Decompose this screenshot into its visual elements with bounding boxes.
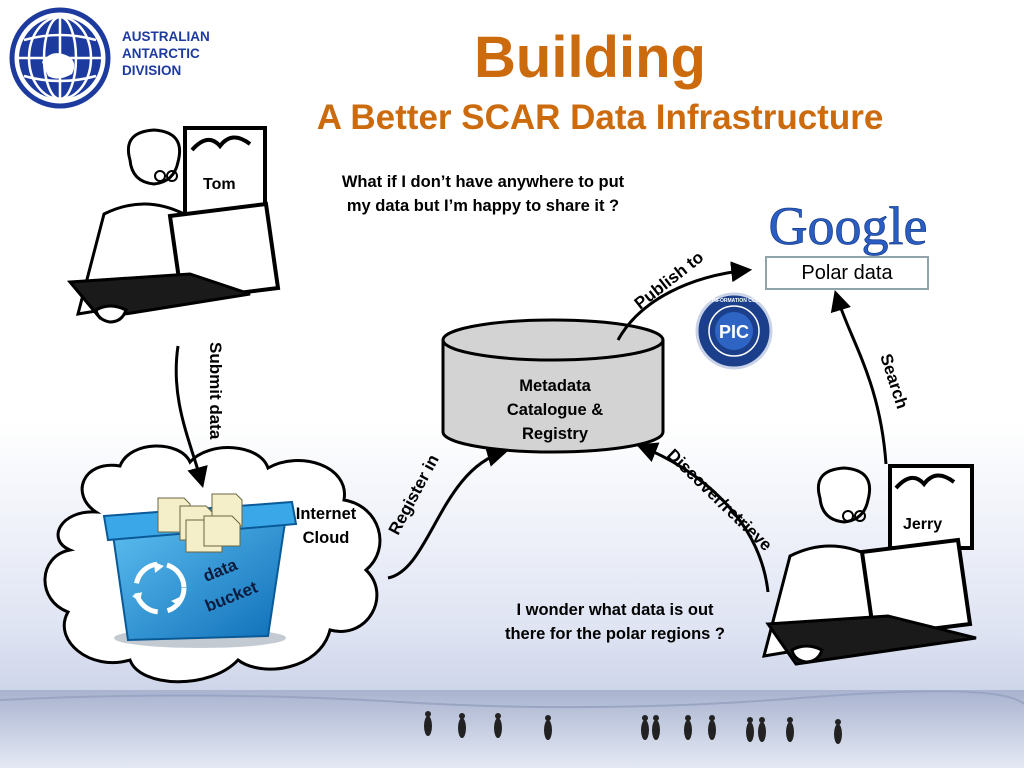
catalogue-line-3: Registry: [521, 425, 589, 443]
jerry-question: I wonder what data is out there for the …: [462, 598, 768, 646]
jerry-question-line-2: there for the polar regions ?: [504, 625, 726, 643]
tom-question: What if I don’t have anywhere to put my …: [296, 170, 670, 218]
arrow-publish-to: [616, 261, 753, 341]
penguin-icon: [708, 715, 716, 740]
slide-subtitle: A Better SCAR Data Infrastructure: [316, 98, 884, 137]
recycle-icon: [132, 561, 187, 615]
logo-line-2: ANTARCTIC: [122, 46, 200, 61]
catalogue-label: Metadata Catalogue & Registry: [470, 374, 640, 446]
penguin-icon: [424, 711, 432, 736]
penguin-icon: [758, 717, 766, 742]
cloud-line-1: Internet: [295, 505, 357, 523]
catalogue-line-1: Metadata: [519, 377, 591, 395]
penguin-icon: [834, 719, 842, 744]
catalogue-line-2: Catalogue &: [506, 401, 604, 419]
penguin-icon: [684, 715, 692, 740]
ice-horizon: [0, 690, 1024, 709]
tom-question-line-1: What if I don’t have anywhere to put: [341, 173, 625, 191]
arrow-search: [830, 289, 888, 465]
edge-label-submit: Submit data: [206, 342, 225, 440]
jerry-question-line-1: I wonder what data is out: [516, 601, 714, 619]
pic-ring-text: POLAR INFORMATION COMMONS: [693, 298, 776, 304]
jerry-workstation-illustration: [761, 464, 977, 666]
tom-question-line-2: my data but I’m happy to share it ?: [346, 197, 620, 215]
penguin-icon: [786, 717, 794, 742]
pic-logo-icon: [695, 292, 773, 370]
google-logo-text: Google: [769, 196, 928, 256]
slide-title: Building: [474, 25, 706, 90]
metadata-catalogue-cylinder: [441, 318, 665, 454]
penguin-icon: [494, 713, 502, 738]
penguin-icon: [641, 715, 649, 740]
file-icon: [157, 493, 243, 553]
penguin-icon: [746, 717, 754, 742]
background-ice: [0, 690, 1024, 768]
globe-logo-icon: [9, 7, 111, 109]
cloud-line-2: Cloud: [302, 529, 350, 547]
cloud-label: Internet Cloud: [280, 502, 372, 550]
logo-line-1: AUSTRALIAN: [122, 29, 210, 44]
data-bucket-bin: [102, 493, 298, 648]
logo-text: AUSTRALIAN ANTARCTIC DIVISION: [122, 28, 210, 79]
penguins-group: [424, 711, 842, 744]
arrow-register-in: [387, 446, 509, 580]
penguin-icon: [458, 713, 466, 738]
arrow-discover-retrieve: [636, 442, 770, 593]
penguin-icon: [652, 715, 660, 740]
arrow-submit-data: [174, 345, 208, 489]
tom-label: Tom: [203, 176, 236, 193]
polar-data-box: Polar data: [765, 256, 929, 290]
tom-workstation-illustration: [66, 126, 281, 324]
jerry-label: Jerry: [903, 516, 943, 533]
pic-label: PIC: [719, 322, 749, 342]
logo-line-3: DIVISION: [122, 63, 182, 78]
penguin-icon: [544, 715, 552, 740]
